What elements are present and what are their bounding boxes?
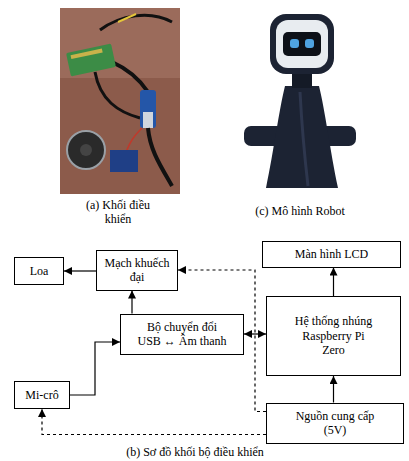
- speaker: [67, 131, 105, 169]
- robot-model-photo: [240, 8, 360, 194]
- body-highlight: [300, 92, 308, 186]
- figure-caption: (a) Khối điều khiển: [77, 198, 159, 227]
- figure-caption: (b) Sơ đồ khối bộ điều khiển: [75, 445, 315, 459]
- signal-arrow: [131, 291, 132, 314]
- photo-background: [240, 8, 360, 194]
- converter-box: Bộ chuyển đổi USB ↔ Âm thanh: [120, 314, 244, 355]
- cable: [148, 128, 172, 186]
- robot-body: [266, 86, 338, 188]
- box-text: Bộ chuyển đổi USB ↔ Âm thanh: [136, 320, 228, 349]
- box-text: Mi-crô: [25, 388, 58, 402]
- lcd-box: Màn hình LCD: [262, 241, 401, 268]
- photo-background: [60, 8, 180, 194]
- box-text: Màn hình LCD: [295, 247, 368, 261]
- box-text: Loa: [30, 264, 49, 278]
- box-text: Mạch khuếch đại: [101, 256, 173, 285]
- signal-arrow: [70, 342, 120, 395]
- box-text: Nguồn cung cấp (5V): [289, 409, 381, 438]
- robot-eye: [305, 39, 314, 48]
- power-line: [42, 409, 266, 435]
- robot-neck: [292, 72, 312, 88]
- signal-arrow: [333, 376, 334, 403]
- robot-screen: [283, 32, 321, 56]
- power-supply-box: Nguồn cung cấp (5V): [266, 403, 404, 444]
- signal-arrow: [333, 268, 334, 297]
- robot-eye: [290, 39, 299, 48]
- wire: [118, 14, 136, 22]
- robot-head: [270, 14, 334, 74]
- header-pins: [71, 48, 103, 59]
- cable: [100, 15, 172, 30]
- embedded-system-box: Hệ thống nhúng Raspberry Pi Zero: [266, 296, 401, 376]
- box-text: Hệ thống nhúng Raspberry Pi Zero: [292, 314, 376, 357]
- speaker-rim: [67, 131, 105, 169]
- amplifier-box: Mạch khuếch đại: [96, 250, 178, 291]
- speaker-box: Loa: [14, 257, 64, 285]
- usb-adapter: [140, 90, 156, 128]
- microphone-box: Mi-crô: [14, 381, 70, 409]
- amplifier-board: [110, 150, 138, 172]
- raspberry-pi-board: [66, 43, 116, 76]
- signal-arrow: [64, 270, 96, 271]
- control-block-photo: [60, 8, 180, 194]
- cable: [95, 72, 140, 118]
- usb-plug: [143, 112, 153, 128]
- figure-caption: (c) Mô hình Robot: [235, 204, 365, 218]
- signal-arrow: [244, 333, 266, 334]
- robot-face: [276, 20, 328, 68]
- cable: [112, 62, 148, 92]
- speaker-cone: [80, 144, 92, 156]
